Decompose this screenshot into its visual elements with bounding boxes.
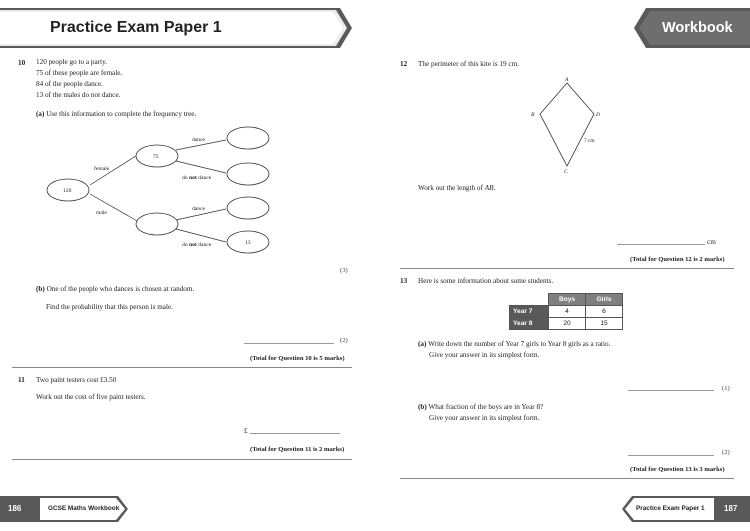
q13-part-b: (b) What fraction of the boys are in Yea… bbox=[418, 403, 543, 411]
q11-total: (Total for Question 11 is 2 marks) bbox=[250, 446, 345, 453]
tree-female-value: 75 bbox=[153, 154, 159, 160]
tree-male-label: male bbox=[96, 210, 107, 216]
kite-shape bbox=[539, 82, 595, 167]
q10-part-a-text: Use this information to complete the fre… bbox=[46, 110, 197, 118]
kite-label-c: C bbox=[564, 169, 568, 175]
q10-part-a: (a) Use this information to complete the… bbox=[36, 110, 196, 118]
q12-work-suffix: . bbox=[493, 184, 496, 192]
table-row-label: Year 7 bbox=[509, 305, 549, 318]
frequency-tree: 120 75 13 female male dance do not dance… bbox=[46, 126, 270, 254]
q10-intro: 120 people go to a party. 75 of these pe… bbox=[36, 57, 122, 101]
q13-total: (Total for Question 13 is 3 marks) bbox=[630, 466, 725, 473]
q12-number: 12 bbox=[400, 60, 408, 68]
tree-male-not-dance-value: 13 bbox=[245, 240, 251, 246]
q10-total: (Total for Question 10 is 5 marks) bbox=[250, 355, 345, 362]
right-header-banner: Workbook bbox=[634, 8, 750, 48]
student-table: Boys Girls Year 7 4 6 Year 8 20 15 bbox=[509, 293, 623, 330]
q13-text: Here is some information about some stud… bbox=[418, 277, 554, 285]
q10-line-4: 13 of the males do not dance. bbox=[36, 91, 121, 99]
left-footer: 186 GCSE Maths Workbook bbox=[0, 496, 128, 522]
table-header-boys: Boys bbox=[548, 293, 586, 306]
tree-root-value: 120 bbox=[63, 188, 72, 194]
q10-divider bbox=[12, 367, 352, 368]
page-title-left: Practice Exam Paper 1 bbox=[50, 19, 222, 36]
tree-node-male-not-dance bbox=[226, 230, 270, 254]
tree-not-dance-label-2: do not dance bbox=[182, 242, 212, 248]
table-cell: 4 bbox=[548, 305, 586, 318]
tree-female-label: female bbox=[94, 165, 110, 172]
q13-part-b-text2: Give your answer in its simplest form. bbox=[429, 414, 540, 422]
q13-part-a-marks: (1) bbox=[722, 385, 730, 392]
tree-node-male-dance bbox=[226, 196, 270, 220]
q13-part-b-marks: (2) bbox=[722, 449, 730, 456]
table-cell: 6 bbox=[585, 305, 623, 318]
q11-text: Two paint testers cost £3.50 bbox=[36, 376, 117, 384]
q12-total: (Total for Question 12 is 2 marks) bbox=[630, 256, 725, 263]
kite-label-b: B bbox=[531, 112, 535, 118]
q10-part-a-label: (a) bbox=[36, 110, 45, 118]
q13-part-b-text: What fraction of the boys are in Year 8? bbox=[428, 403, 544, 411]
q10-part-a-marks: (3) bbox=[340, 267, 348, 274]
table-row: Year 7 4 6 bbox=[509, 305, 623, 318]
q13-part-b-label: (b) bbox=[418, 403, 427, 411]
kite-label-a: A bbox=[564, 77, 569, 83]
q10-part-b-text2: Find the probability that this person is… bbox=[46, 303, 173, 311]
q13-part-a-answer-line bbox=[628, 390, 714, 391]
q11-answer-line bbox=[250, 433, 340, 434]
kite-diagram: A B D C 7 cm bbox=[531, 77, 600, 175]
q13-part-a-text: Write down the number of Year 7 girls to… bbox=[428, 340, 611, 348]
table-row-label: Year 8 bbox=[509, 317, 549, 330]
q10-part-b-marks: (2) bbox=[340, 337, 348, 344]
q10-number: 10 bbox=[18, 59, 26, 67]
tree-node-female bbox=[135, 144, 179, 168]
q13-part-a-label: (a) bbox=[418, 340, 427, 348]
tree-node-male bbox=[135, 212, 179, 236]
workbook-title: Workbook bbox=[662, 20, 733, 36]
right-footer: Practice Exam Paper 1 187 bbox=[622, 496, 750, 522]
tree-not-dance-label-1: do not dance bbox=[182, 175, 212, 181]
q11-divider bbox=[12, 459, 352, 460]
q13-part-b-answer-line bbox=[628, 455, 714, 456]
q13-divider bbox=[400, 478, 734, 479]
right-page-number: 187 bbox=[724, 504, 738, 513]
q10-line-2: 75 of these people are female. bbox=[36, 69, 123, 77]
kite-side-length: 7 cm bbox=[584, 138, 595, 144]
q13-number: 13 bbox=[400, 277, 408, 285]
q10-part-b: (b) One of the people who dances is chos… bbox=[36, 285, 194, 293]
q13-part-a-text2: Give your answer in its simplest form. bbox=[429, 351, 540, 359]
q12-answer-line bbox=[617, 244, 705, 245]
table-row: Year 8 20 15 bbox=[509, 317, 623, 330]
q12-work: Work out the length of AB. bbox=[418, 184, 495, 192]
q11-text2: Work out the cost of five paint testers. bbox=[36, 393, 146, 401]
q10-line-1: 120 people go to a party. bbox=[36, 58, 107, 66]
q12-work-var: AB bbox=[484, 184, 494, 192]
q12-work-prefix: Work out the length of bbox=[418, 184, 485, 192]
q12-text: The perimeter of this kite is 19 cm. bbox=[418, 60, 519, 68]
q10-part-b-text: One of the people who dances is chosen a… bbox=[46, 285, 195, 293]
q10-answer-line bbox=[244, 343, 334, 344]
tree-dance-label-2: dance bbox=[192, 206, 206, 212]
kite-label-d: D bbox=[595, 112, 600, 118]
q11-currency: £ bbox=[244, 427, 248, 435]
tree-dance-label-1: dance bbox=[192, 137, 206, 143]
q11-number: 11 bbox=[18, 376, 25, 384]
tree-node-female-dance bbox=[226, 126, 270, 150]
q10-line-3: 84 of the people dance. bbox=[36, 80, 103, 88]
q12-divider bbox=[400, 268, 734, 269]
table-corner bbox=[510, 294, 549, 306]
table-header-girls: Girls bbox=[585, 293, 623, 306]
table-cell: 15 bbox=[585, 317, 623, 330]
table-cell: 20 bbox=[548, 317, 586, 330]
tree-node-root bbox=[46, 178, 90, 202]
tree-node-female-not-dance bbox=[226, 162, 270, 186]
q13-part-a: (a) Write down the number of Year 7 girl… bbox=[418, 340, 610, 348]
q10-part-b-label: (b) bbox=[36, 285, 45, 293]
left-header-banner: Practice Exam Paper 1 bbox=[0, 8, 352, 48]
q12-unit: cm bbox=[707, 238, 716, 246]
right-footer-label: Practice Exam Paper 1 bbox=[636, 505, 705, 512]
left-page-number: 186 bbox=[8, 504, 22, 513]
left-footer-label: GCSE Maths Workbook bbox=[48, 505, 120, 512]
